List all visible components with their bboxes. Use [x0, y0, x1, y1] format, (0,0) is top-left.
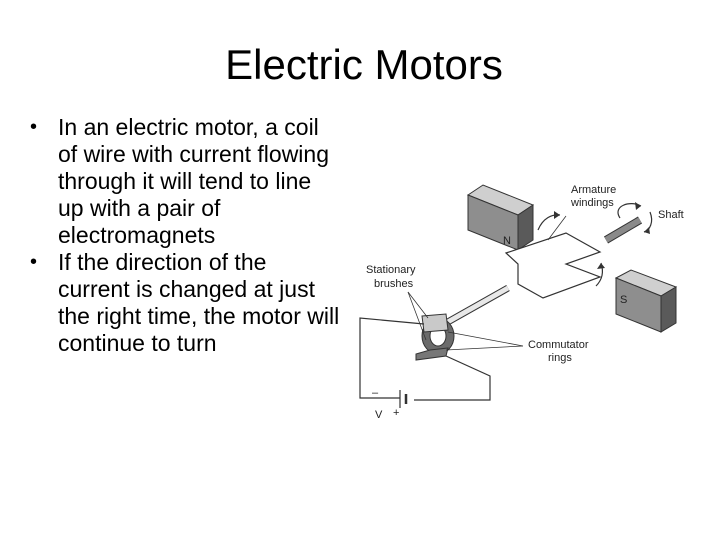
brushes-label: brushes	[374, 278, 414, 290]
circuit-wire	[359, 317, 425, 399]
motor-diagram: N S – V + Armature	[359, 184, 684, 421]
commutator-label: rings	[548, 352, 572, 364]
armature-label: Armature	[571, 184, 616, 196]
shaft-label: Shaft	[658, 209, 684, 221]
battery-plus-label: +	[393, 407, 399, 419]
circuit-wire	[414, 355, 491, 401]
armature-label: windings	[570, 197, 614, 209]
leader-lines	[407, 215, 567, 351]
south-magnet: S	[614, 269, 678, 333]
commutator-label: Commutator	[528, 339, 589, 351]
bullet-dot-icon: •	[30, 116, 38, 138]
slide-title: Electric Motors	[225, 41, 503, 88]
bullet-dot-icon: •	[30, 251, 38, 273]
north-magnet: N	[466, 184, 535, 251]
commutator	[415, 313, 455, 361]
bullet-item: •If the direction of the current is chan…	[30, 249, 340, 356]
armature-loop	[504, 232, 602, 299]
north-label: N	[503, 235, 511, 247]
south-label: S	[620, 294, 627, 306]
bullet-item: •In an electric motor, a coil of wire wi…	[30, 114, 329, 248]
voltage-label: V	[375, 409, 383, 421]
bullet-list: •In an electric motor, a coil of wire wi…	[30, 114, 342, 357]
battery-minus-label: –	[372, 387, 379, 399]
brushes-label: Stationary	[366, 264, 416, 276]
